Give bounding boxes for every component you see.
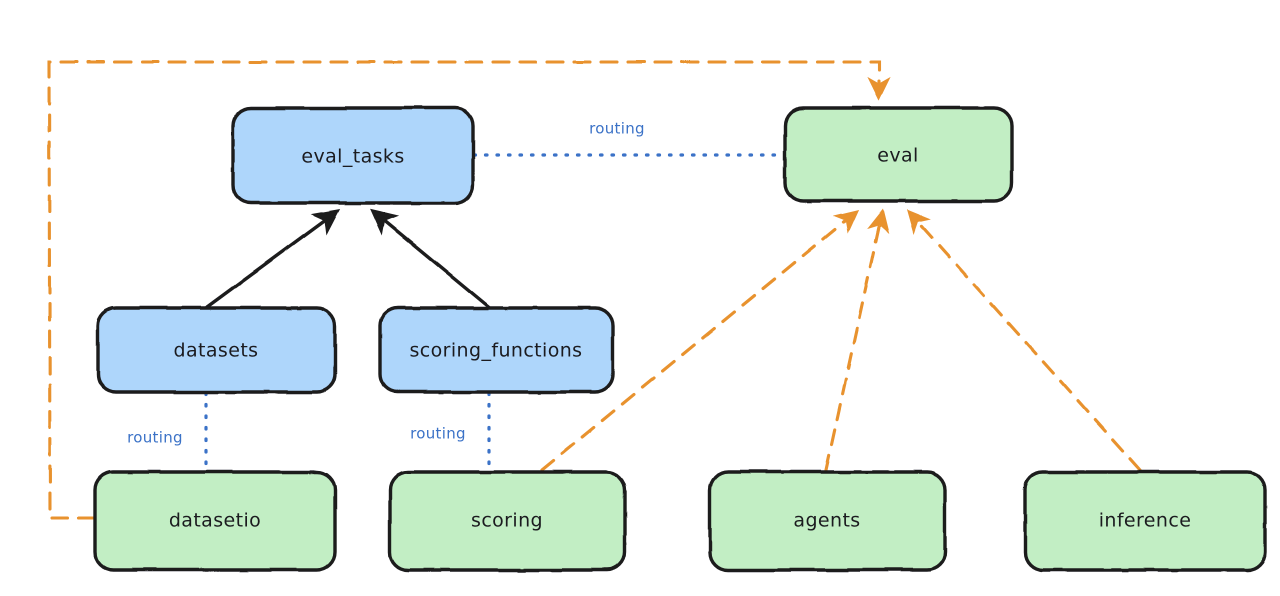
node-scoring-shape — [388, 470, 627, 572]
node-datasetio-label: datasetio — [169, 510, 261, 532]
node-datasets[interactable]: datasets — [96, 306, 337, 394]
edge-agents-to-eval — [824, 208, 890, 472]
node-datasetio-shape — [93, 470, 337, 572]
node-scoring-functions-shape — [378, 306, 615, 394]
edge-datasetio-to-eval — [47, 60, 891, 520]
edge-datasets-to-eval_tasks — [205, 208, 341, 309]
node-inference-shape — [1023, 470, 1267, 572]
node-eval[interactable]: eval — [783, 106, 1014, 203]
node-scoring-label: scoring — [471, 510, 543, 532]
node-agents-shape — [708, 470, 947, 572]
node-datasets-shape — [96, 306, 337, 394]
edge-label-routing-scoring: routing — [410, 425, 466, 443]
node-scoring-functions-label: scoring_functions — [410, 340, 583, 362]
node-agents[interactable]: agents — [708, 470, 947, 572]
node-eval-tasks[interactable]: eval_tasks — [231, 106, 475, 205]
edge-scoring-to-eval — [540, 210, 859, 472]
edge-label-routing-eval: routing — [589, 120, 645, 138]
node-inference[interactable]: inference — [1023, 470, 1267, 572]
node-eval-tasks-label: eval_tasks — [301, 146, 404, 168]
node-eval-label: eval — [877, 145, 918, 167]
node-scoring[interactable]: scoring — [388, 470, 627, 572]
node-eval-tasks-shape — [231, 106, 475, 205]
node-agents-label: agents — [793, 510, 860, 532]
node-eval-shape — [783, 106, 1014, 203]
node-inference-label: inference — [1099, 510, 1192, 532]
node-datasetio[interactable]: datasetio — [93, 470, 337, 572]
edge-inference-to-eval — [906, 209, 1142, 472]
node-datasets-label: datasets — [174, 340, 259, 362]
edge-scoring_functions-to-eval_tasks — [370, 208, 491, 309]
edge-label-routing-datasetio: routing — [127, 429, 183, 447]
node-scoring-functions[interactable]: scoring_functions — [378, 306, 615, 394]
